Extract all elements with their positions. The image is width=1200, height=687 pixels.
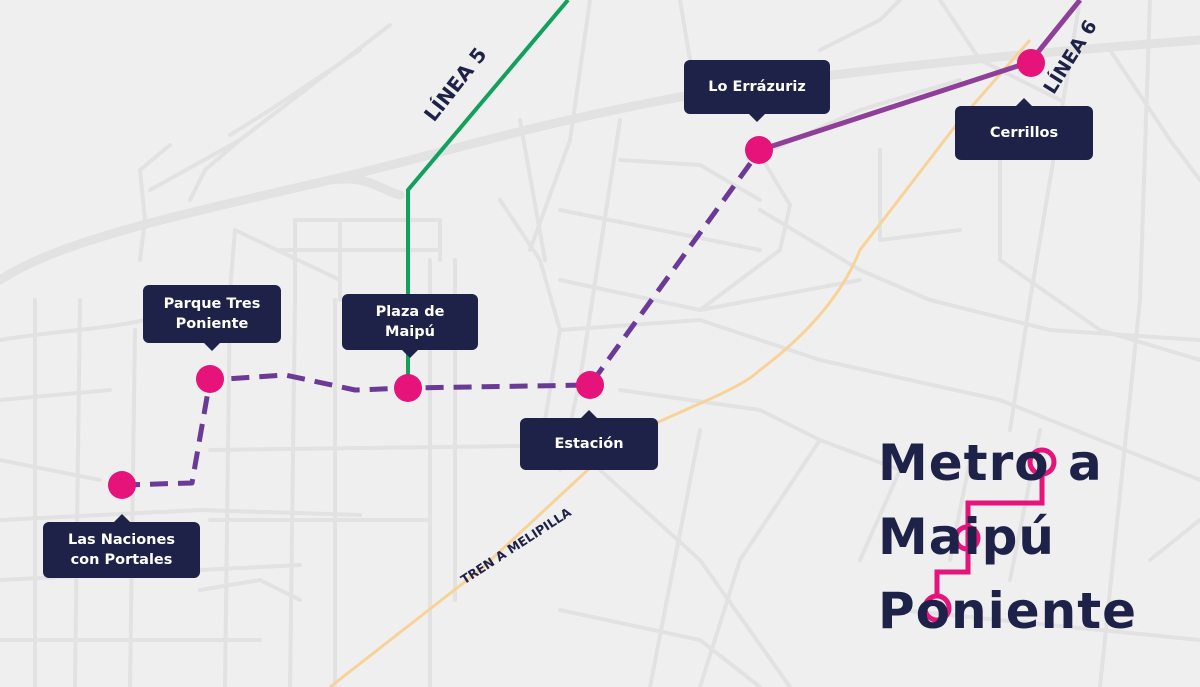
station-dot-parque-tres-poniente[interactable] [196, 365, 224, 393]
station-label-cerrillos[interactable]: Cerrillos [955, 98, 1093, 160]
station-name: Estación [554, 436, 624, 452]
station-name: Cerrillos [989, 125, 1059, 141]
station-name: Lo Errázuriz [708, 79, 806, 95]
station-label-estacion[interactable]: Estación [520, 410, 658, 470]
station-dot-plaza-de-maipu[interactable] [394, 374, 422, 402]
station-dot-cerrillos[interactable] [1017, 49, 1045, 77]
logo-line-3: Poniente [878, 582, 1138, 640]
station-label-parque-tres-poniente[interactable]: Parque Tres Poniente [143, 285, 281, 351]
station-dot-lo-errazuriz[interactable] [745, 136, 773, 164]
station-label-lo-errazuriz[interactable]: Lo Errázuriz [684, 60, 830, 122]
station-name: Parque Tres Poniente [163, 296, 261, 332]
station-dot-las-naciones[interactable] [108, 471, 136, 499]
station-dots [108, 49, 1045, 499]
logo-route-icon [922, 447, 1057, 623]
station-dot-estacion[interactable] [576, 371, 604, 399]
logo-line-1: Metro a [878, 434, 1103, 492]
station-name: Plaza de Maipú [375, 304, 445, 340]
station-label-las-naciones[interactable]: Las Naciones con Portales [43, 514, 200, 578]
station-name: Las Naciones con Portales [68, 532, 175, 568]
logo-line-2: Maipú [878, 508, 1056, 566]
extension-dashed-line [121, 148, 763, 488]
station-label-plaza-de-maipu[interactable]: Plaza de Maipú [342, 294, 478, 358]
logo-metro-maipu-poniente: Metro a Maipú Poniente [878, 426, 1137, 648]
